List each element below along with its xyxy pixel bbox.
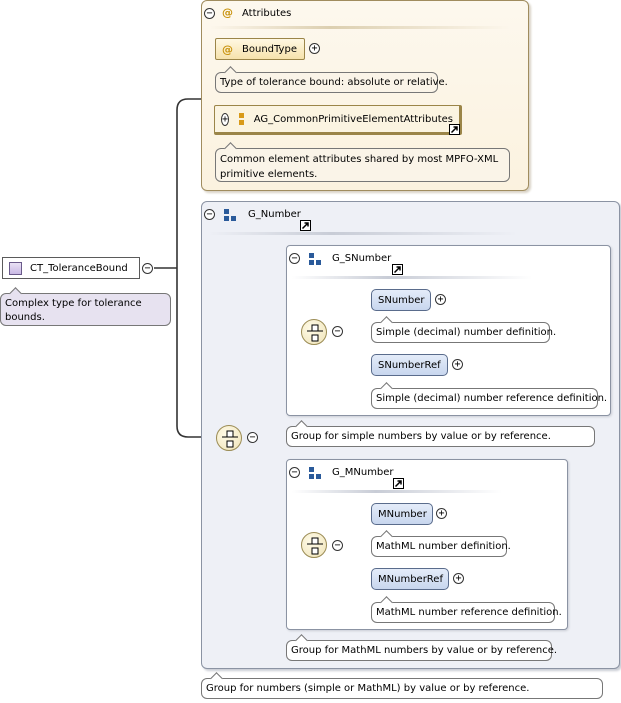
g-number-doc-text: Group for numbers (simple or MathML) by …	[206, 683, 530, 694]
attribute-group-doc-text: Common element attributes shared by most…	[220, 154, 499, 180]
g-mnumber-title: G_MNumber	[332, 467, 394, 478]
complex-type-node[interactable]: CT_ToleranceBound	[2, 257, 140, 279]
element-mnumber-name: MNumber	[378, 508, 427, 520]
jump-arrow-icon[interactable]	[393, 478, 404, 489]
mnumberref-doc: MathML number reference definition.	[371, 596, 562, 623]
group-squares-icon	[224, 209, 236, 221]
complex-type-doc-text: Complex type for tolerance bounds.	[5, 298, 142, 323]
g-snumber-title: G_SNumber	[332, 253, 392, 264]
snumberref-expand-toggle[interactable]: +	[452, 359, 463, 370]
boundtype-expand-toggle[interactable]: +	[309, 43, 320, 54]
boundtype-doc: Type of tolerance bound: absolute or rel…	[215, 66, 448, 93]
snumberref-doc-text: Simple (decimal) number reference defini…	[376, 393, 608, 404]
jump-arrow-icon[interactable]	[392, 264, 403, 275]
snumber-sequence-collapse-toggle[interactable]: −	[332, 326, 343, 337]
mnumber-expand-toggle[interactable]: +	[436, 508, 447, 519]
g-number-title: G_Number	[248, 209, 301, 220]
outer-sequence-collapse-toggle[interactable]: −	[247, 432, 258, 443]
attribute-boundtype[interactable]: @ BoundType	[215, 38, 305, 60]
attribute-group-doc: Common element attributes shared by most…	[215, 142, 510, 182]
element-snumber[interactable]: SNumber	[371, 289, 431, 311]
at-sign-icon: @	[222, 42, 233, 56]
mnumber-sequence-collapse-toggle[interactable]: −	[332, 540, 343, 551]
attribute-group-name: AG_CommonPrimitiveElementAttributes	[253, 113, 453, 125]
g-mnumber-doc: Group for MathML numbers by value or by …	[286, 634, 557, 661]
element-snumberref-name: SNumberRef	[378, 359, 441, 371]
group-squares-icon	[309, 253, 321, 265]
attributes-separator	[210, 26, 510, 29]
element-mnumber[interactable]: MNumber	[371, 503, 433, 525]
sequence-compositor-icon[interactable]	[301, 532, 327, 558]
snumber-expand-toggle[interactable]: +	[435, 294, 446, 305]
mnumberref-doc-text: MathML number reference definition.	[376, 607, 562, 618]
attributes-title: Attributes	[242, 8, 292, 19]
g-mnumber-collapse-toggle[interactable]: −	[289, 467, 300, 478]
element-mnumberref[interactable]: MNumberRef	[371, 568, 449, 590]
g-snumber-doc-text: Group for simple numbers by value or by …	[291, 431, 551, 442]
complex-type-doc: Complex type for tolerance bounds.	[0, 287, 171, 326]
complex-type-icon	[9, 261, 22, 275]
mnumber-doc-text: MathML number definition.	[376, 541, 511, 552]
snumberref-doc: Simple (decimal) number reference defini…	[371, 382, 607, 409]
g-snumber-separator	[292, 276, 532, 279]
g-mnumber-separator	[292, 490, 502, 493]
g-snumber-collapse-toggle[interactable]: −	[289, 253, 300, 264]
g-number-collapse-toggle[interactable]: −	[204, 209, 215, 220]
attributes-collapse-toggle[interactable]: −	[204, 8, 215, 19]
element-mnumberref-name: MNumberRef	[378, 573, 443, 585]
element-snumber-name: SNumber	[378, 294, 425, 306]
g-number-doc: Group for numbers (simple or MathML) by …	[201, 672, 603, 699]
jump-arrow-icon[interactable]	[300, 220, 311, 231]
g-number-separator	[208, 232, 518, 235]
attribute-boundtype-name: BoundType	[242, 43, 297, 55]
g-snumber-doc: Group for simple numbers by value or by …	[286, 420, 595, 447]
element-snumberref[interactable]: SNumberRef	[371, 354, 448, 376]
snumber-doc-text: Simple (decimal) number definition.	[376, 327, 557, 338]
sequence-compositor-icon[interactable]	[301, 319, 327, 345]
group-squares-icon	[309, 467, 321, 479]
mnumberref-expand-toggle[interactable]: +	[453, 573, 464, 584]
complex-type-name: CT_ToleranceBound	[30, 262, 128, 274]
attribute-group-node[interactable]: + AG_CommonPrimitiveElementAttributes	[214, 105, 462, 135]
attribute-group-expand-toggle[interactable]: +	[221, 112, 230, 126]
mnumber-doc: MathML number definition.	[371, 530, 511, 557]
snumber-doc: Simple (decimal) number definition.	[371, 316, 556, 343]
complex-type-collapse-toggle[interactable]: −	[142, 263, 153, 274]
attribute-group-icon	[239, 112, 245, 125]
boundtype-doc-text: Type of tolerance bound: absolute or rel…	[220, 77, 448, 88]
sequence-compositor-icon[interactable]	[216, 425, 242, 451]
g-mnumber-doc-text: Group for MathML numbers by value or by …	[291, 645, 558, 656]
jump-arrow-icon[interactable]	[449, 124, 460, 135]
at-sign-icon: @	[222, 6, 233, 19]
